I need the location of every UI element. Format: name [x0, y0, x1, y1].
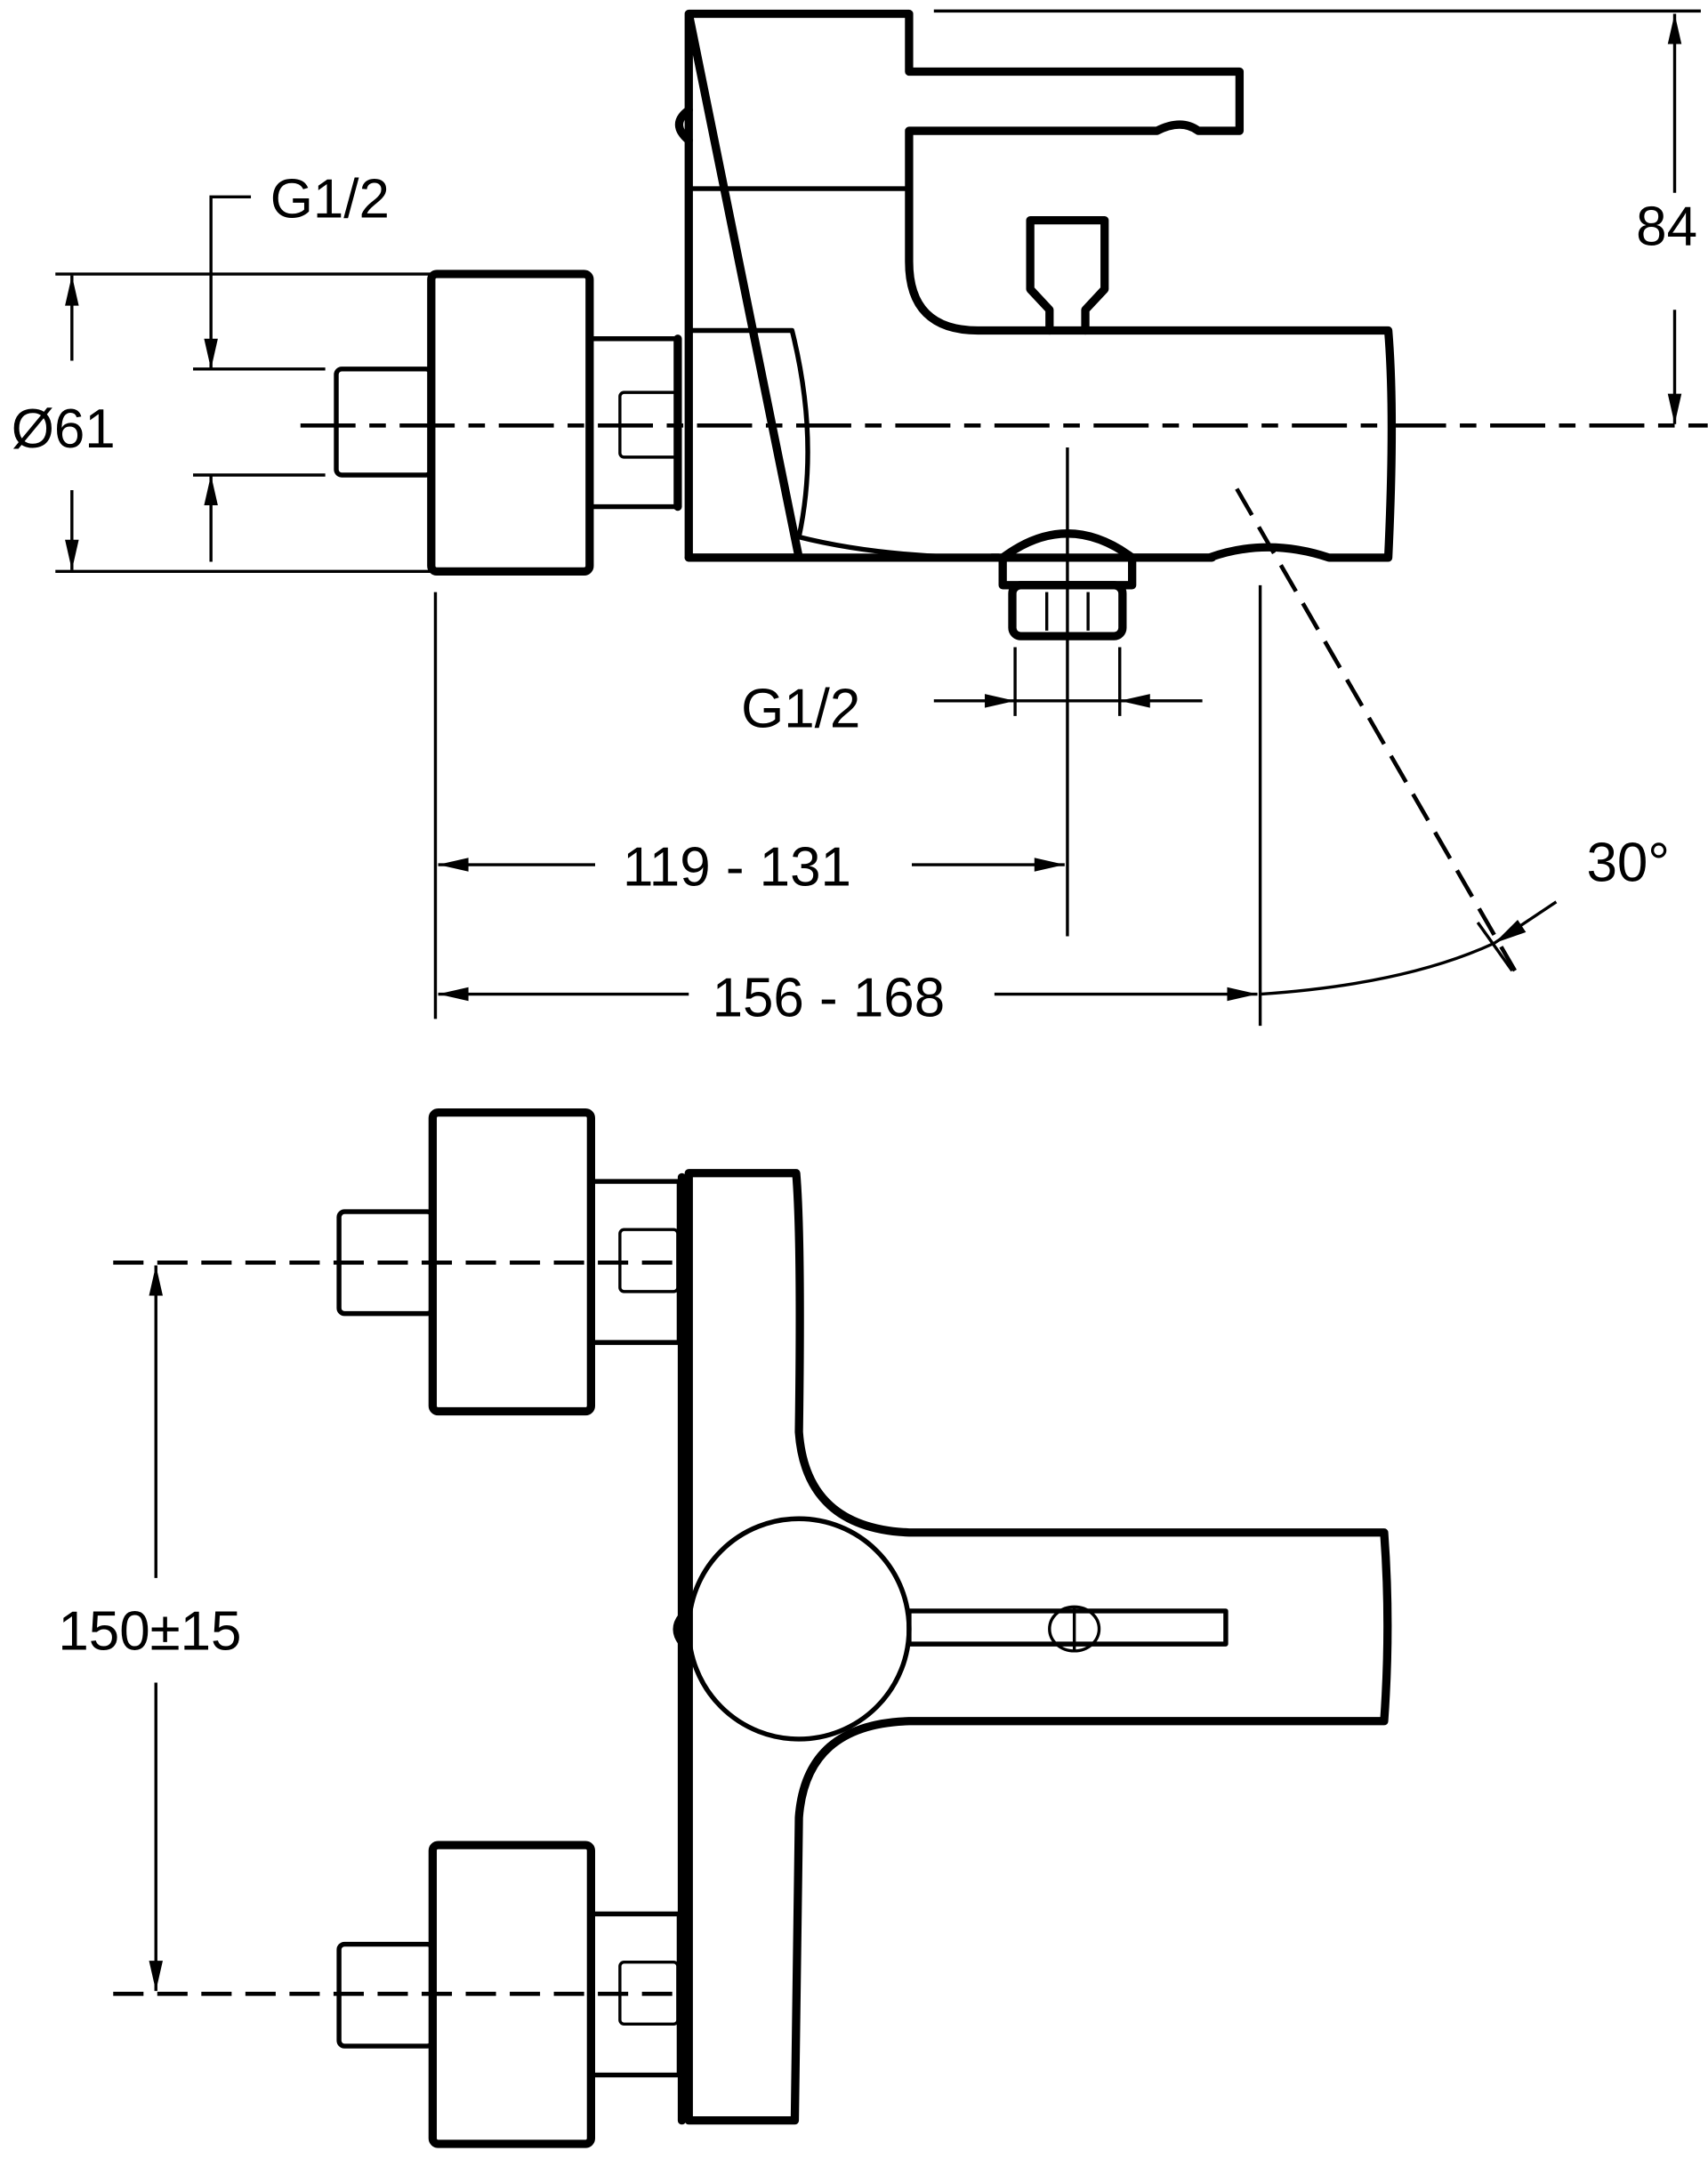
body-curve [689, 327, 992, 560]
label-outlet-thread: G1/2 [741, 678, 860, 739]
arrow-119-right [1034, 858, 1065, 872]
handle-knob [674, 106, 693, 145]
arrow-156-left [438, 987, 469, 1002]
arrow-150-up [149, 1265, 163, 1296]
aerator-dome [998, 529, 1137, 590]
plan-view: 150±15 [58, 1108, 1392, 2148]
angle-tick [1476, 922, 1514, 972]
lever-handle [906, 1608, 1229, 1647]
spout-tilt-line [1235, 487, 1517, 972]
mixer-body [684, 9, 1397, 562]
arrow-g-inlet-down [204, 338, 218, 369]
lever-disc [686, 1516, 912, 1742]
arrow-119-left [438, 858, 469, 872]
angle-arc [1260, 941, 1495, 996]
body-plan-outline [684, 1169, 1392, 2125]
plan-knob-bump [673, 1609, 689, 1650]
label-inlet-thread: G1/2 [270, 169, 390, 230]
arrow-outlet-left [1119, 694, 1150, 708]
arrow-84-up [1667, 13, 1682, 44]
arrow-g-inlet-up [204, 475, 218, 506]
arrow-84-down [1667, 393, 1682, 424]
arrow-d61-up [65, 275, 79, 306]
side-view: Ø61 G1/2 84 G1/2 119 - 131 156 - 16 [12, 9, 1708, 1028]
label-diameter: Ø61 [12, 399, 116, 460]
label-outlet-distance: 119 - 131 [623, 836, 851, 898]
arrow-156-right [1227, 987, 1258, 1002]
arrow-d61-down [65, 539, 79, 570]
label-inlet-centres: 150±15 [58, 1600, 241, 1662]
diverter-knob [1026, 216, 1109, 335]
inlet-stub [334, 367, 434, 478]
eccentric-rosette [427, 270, 594, 576]
dim-g-inlet-leader [209, 195, 252, 369]
union-nut [587, 336, 681, 510]
label-spout-projection: 156 - 168 [713, 967, 946, 1028]
label-angle: 30° [1586, 833, 1670, 894]
arrow-150-down [149, 1961, 163, 1992]
arrow-angle [1494, 919, 1527, 944]
label-height: 84 [1636, 197, 1697, 258]
arrow-outlet-right [985, 694, 1016, 708]
upper-nut-inner [618, 1228, 680, 1293]
